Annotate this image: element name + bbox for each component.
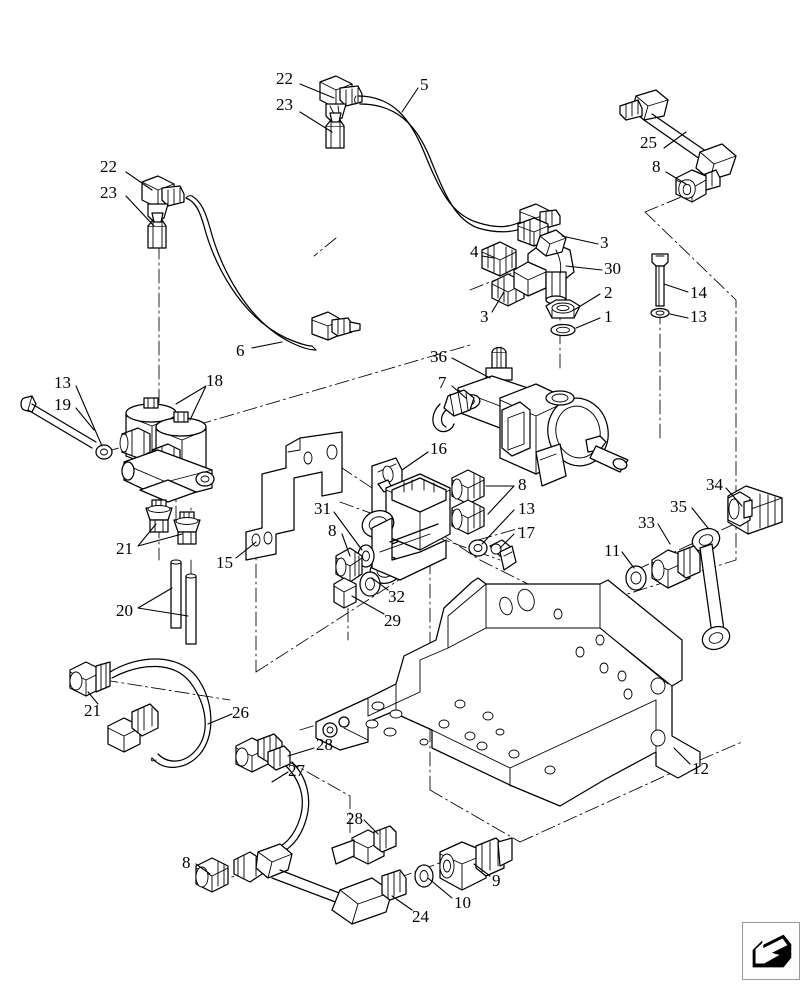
callout-24: 24 bbox=[412, 907, 429, 926]
callout-2: 2 bbox=[604, 283, 613, 302]
callout-3-lower: 3 bbox=[480, 307, 489, 326]
part-24-tube bbox=[233, 843, 407, 925]
part-8-fitting-bottom bbox=[195, 857, 229, 893]
callout-10: 10 bbox=[454, 893, 471, 912]
callout-33: 33 bbox=[638, 513, 655, 532]
part-2-nut bbox=[545, 299, 581, 319]
part-12-main-bracket bbox=[315, 577, 701, 807]
callout-28-upper: 28 bbox=[316, 735, 333, 754]
part-5-hose bbox=[354, 95, 523, 233]
callout-4: 4 bbox=[470, 242, 479, 261]
part-13-washer-right bbox=[650, 307, 670, 319]
callout-32: 32 bbox=[388, 587, 405, 606]
callout-26: 26 bbox=[232, 703, 249, 722]
part-30-tee-body bbox=[513, 229, 575, 305]
callout-8-top-right: 8 bbox=[652, 157, 661, 176]
orientation-symbol bbox=[742, 922, 800, 980]
part-28-elbow-lower bbox=[331, 825, 397, 865]
part-6-tube bbox=[185, 195, 317, 351]
callout-16: 16 bbox=[430, 439, 447, 458]
part-8-fitting-b bbox=[451, 499, 485, 535]
callout-20: 20 bbox=[116, 601, 133, 620]
part-1-washer bbox=[550, 323, 576, 337]
part-8-fitting-25 bbox=[675, 169, 707, 203]
part-8-fitting-c bbox=[335, 547, 363, 583]
callout-13-left: 13 bbox=[54, 373, 71, 392]
callout-8-left-center: 8 bbox=[328, 521, 337, 540]
callout-29: 29 bbox=[384, 611, 401, 630]
callout-21-upper: 21 bbox=[116, 539, 133, 558]
part-11-washer bbox=[625, 565, 647, 591]
callout-23-left: 23 bbox=[100, 183, 117, 202]
part-17-bolt bbox=[489, 539, 517, 571]
callout-11: 11 bbox=[604, 541, 621, 560]
callout-25: 25 bbox=[640, 133, 657, 152]
part-22-elbow-left bbox=[141, 175, 185, 249]
callout-14: 14 bbox=[690, 283, 707, 302]
part-26-hose bbox=[109, 658, 212, 768]
callout-3-upper: 3 bbox=[600, 233, 609, 252]
part-16-valve-block bbox=[361, 457, 451, 584]
callout-22-top: 22 bbox=[276, 69, 293, 88]
callout-7: 7 bbox=[438, 373, 447, 392]
arrow-block-icon bbox=[752, 934, 792, 968]
part-21-fittings bbox=[145, 499, 201, 545]
part-20-pins bbox=[170, 559, 197, 645]
callout-6: 6 bbox=[236, 341, 245, 360]
part-13-washer-center bbox=[468, 539, 488, 557]
callout-35: 35 bbox=[670, 497, 687, 516]
callout-1: 1 bbox=[604, 307, 613, 326]
part-21-fitting-lower bbox=[69, 661, 111, 697]
part-33-fitting bbox=[651, 545, 701, 589]
callout-15: 15 bbox=[216, 553, 233, 572]
part-36-valve-assembly bbox=[457, 346, 629, 487]
callout-9: 9 bbox=[492, 871, 501, 890]
part-29-plug bbox=[333, 577, 357, 609]
callout-34: 34 bbox=[706, 475, 723, 494]
part-25-tube bbox=[619, 89, 737, 191]
part-18-solenoid-valve bbox=[119, 397, 215, 503]
callout-13-center: 13 bbox=[518, 499, 535, 518]
callout-28-lower: 28 bbox=[346, 809, 363, 828]
part-8-fitting-a bbox=[451, 469, 485, 505]
callout-5: 5 bbox=[420, 75, 429, 94]
callout-23-top: 23 bbox=[276, 95, 293, 114]
part-6-end-fitting bbox=[311, 311, 361, 341]
callout-12: 12 bbox=[692, 759, 709, 778]
part-14-bolt bbox=[651, 253, 669, 307]
callout-18: 18 bbox=[206, 371, 223, 390]
part-4-fitting bbox=[481, 241, 517, 277]
part-28-elbow-upper bbox=[235, 733, 291, 773]
callout-17: 17 bbox=[518, 523, 535, 542]
callout-21-lower: 21 bbox=[84, 701, 101, 720]
part-26-end-fitting bbox=[107, 703, 159, 753]
part-35-link bbox=[691, 527, 731, 651]
callout-13-right: 13 bbox=[690, 307, 707, 326]
part-15-bracket bbox=[245, 431, 343, 561]
part-34-coupler bbox=[727, 485, 783, 535]
callout-31: 31 bbox=[314, 499, 331, 518]
callout-22-left: 22 bbox=[100, 157, 117, 176]
part-22-elbow-top bbox=[319, 75, 363, 149]
part-13-washer-left bbox=[95, 444, 113, 460]
callout-8-center: 8 bbox=[518, 475, 527, 494]
callout-8-bottom: 8 bbox=[182, 853, 191, 872]
part-9-valve bbox=[439, 837, 513, 891]
callout-36: 36 bbox=[430, 347, 447, 366]
part-10-washer bbox=[414, 864, 434, 888]
part-32-washer bbox=[359, 571, 381, 597]
callout-27: 27 bbox=[288, 761, 305, 780]
callout-19: 19 bbox=[54, 395, 71, 414]
callout-30: 30 bbox=[604, 259, 621, 278]
part-7-elbow bbox=[432, 389, 475, 433]
